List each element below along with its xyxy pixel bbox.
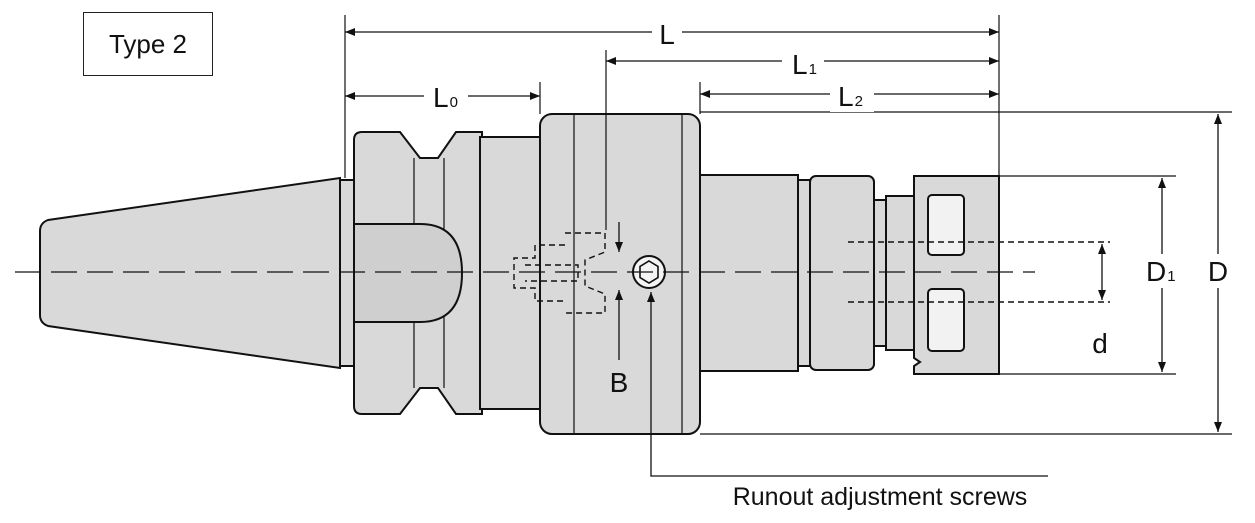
dim-L0-label: L0	[433, 82, 458, 113]
callout-label: Runout adjustment screws	[733, 483, 1028, 511]
nut-section	[809, 175, 875, 371]
nut-slot-lower	[927, 288, 965, 352]
dim-D-label: D	[1208, 256, 1228, 287]
type-label: Type 2	[108, 28, 188, 59]
drive-key	[353, 223, 464, 323]
taper-collar	[339, 179, 355, 367]
callout-leader	[647, 292, 1048, 477]
dim-D1-label: D1	[1146, 256, 1176, 287]
hidden-adjustment-mechanism	[513, 232, 606, 314]
dim-L2-label: L2	[838, 81, 863, 112]
neck	[479, 136, 543, 410]
dim-d-label: d	[1092, 328, 1108, 359]
body-extension	[699, 174, 799, 372]
type-label-box: Type 2	[83, 12, 213, 76]
dim-L-label: L	[659, 19, 675, 50]
taper-shank	[39, 176, 341, 370]
nut-slot-upper	[927, 194, 965, 256]
dim-L1-label: L1	[792, 49, 817, 80]
dim-B-label: B	[610, 367, 629, 398]
